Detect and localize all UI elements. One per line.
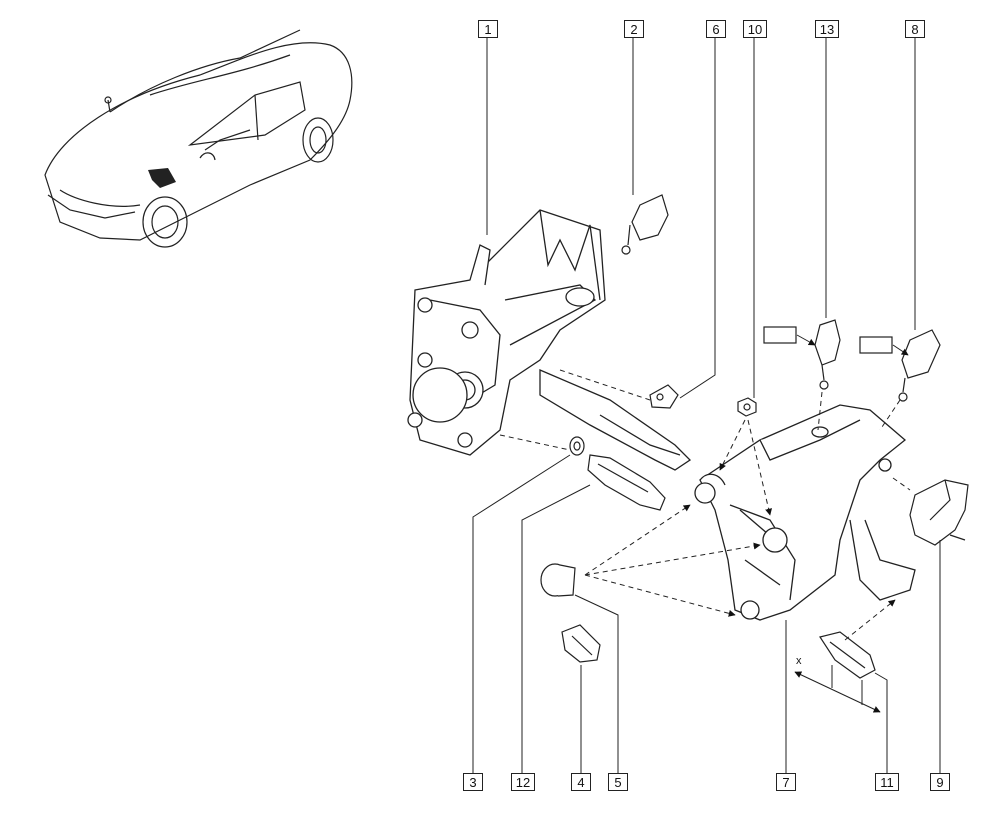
marking-arrows: [796, 334, 909, 356]
callout-7: 7: [776, 773, 796, 791]
pedal-assembly: [694, 404, 916, 621]
callout-12: 12: [511, 773, 535, 791]
callout-2: 2: [624, 20, 644, 38]
callout-3: 3: [463, 773, 483, 791]
callout-9: 9: [930, 773, 950, 791]
clip-6: [649, 384, 679, 409]
callout-5: 5: [608, 773, 628, 791]
callout-13: 13: [815, 20, 839, 38]
switch-13: [814, 319, 841, 390]
callout-11: 11: [875, 773, 899, 791]
car-locator-illustration: [44, 29, 353, 248]
pad-4: [561, 624, 601, 663]
callout-1: 1: [478, 20, 498, 38]
callout-10: 10: [743, 20, 767, 38]
pedal-pad-11: [819, 631, 876, 679]
pedal-switch-2: [621, 194, 669, 255]
pedal-pad-12: [587, 454, 666, 511]
assembly-dashed-lines: [499, 369, 911, 641]
dimension-x-label: x: [796, 655, 802, 667]
callout-4: 4: [571, 773, 591, 791]
dimension-x: [794, 665, 881, 713]
marking-rectangles: [763, 326, 893, 354]
car-pedal-location-marker: [148, 168, 176, 188]
bushing-3: [569, 436, 585, 456]
pedal-bracket: [407, 209, 692, 471]
callout-6: 6: [706, 20, 726, 38]
plug-5: [540, 563, 576, 597]
callout-8: 8: [905, 20, 925, 38]
actuator-9: [909, 479, 969, 546]
switch-8: [898, 329, 941, 402]
nut-10: [737, 397, 757, 417]
leader-lines: [472, 36, 941, 773]
